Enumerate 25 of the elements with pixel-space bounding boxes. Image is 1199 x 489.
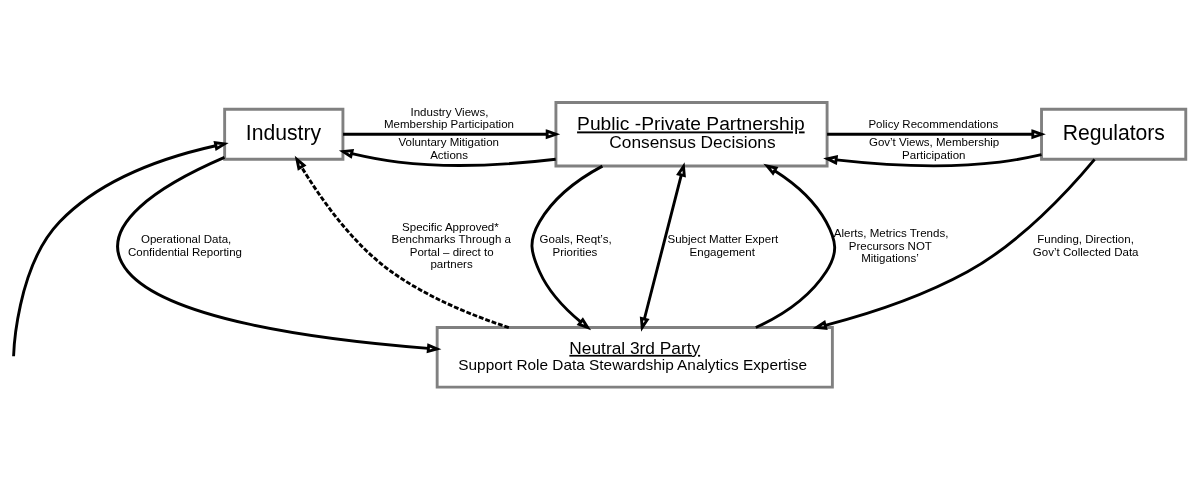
edge-label: Goals, Reqt’s, Priorities [539, 233, 612, 258]
node-box: Regulators [1040, 107, 1188, 161]
edge-label: Funding, Direction, Gov’t Collected Data [1032, 233, 1139, 258]
edge-label: Specific Approved* Benchmarks Through a Portal – direct to partners [391, 220, 511, 271]
arrow [823, 153, 1042, 168]
edge-label: Operational Data, Confidential Reporting [128, 233, 242, 258]
arrow [530, 164, 604, 331]
edge-label: Gov’t Views, Membership Participation [868, 136, 1000, 161]
arrow [12, 141, 229, 357]
node-box: Public -Private Partnership Consensus Decisions [554, 101, 829, 168]
edge-label: Subject Matter Expert Engagement [667, 233, 779, 258]
node-box: Neutral 3rd Party Support Role Data Stewardship Analytics Expertise [435, 326, 834, 389]
arrow [338, 148, 556, 167]
arrow [827, 129, 1046, 140]
arrow [343, 129, 561, 140]
arrow [755, 163, 837, 329]
edge-label: Alerts, Metrics Trends, Precursors NOT Mitigations’ [833, 227, 949, 265]
arrow [812, 158, 1096, 330]
node-box: Industry [223, 107, 345, 161]
edge-label: Voluntary Mitigation Actions [398, 136, 499, 161]
arrow [294, 155, 510, 329]
arrow [639, 162, 686, 332]
arrow [116, 156, 442, 354]
edge-label: Industry Views, Membership Participation [384, 105, 514, 131]
edge-label: Policy Recommendations [868, 118, 999, 131]
